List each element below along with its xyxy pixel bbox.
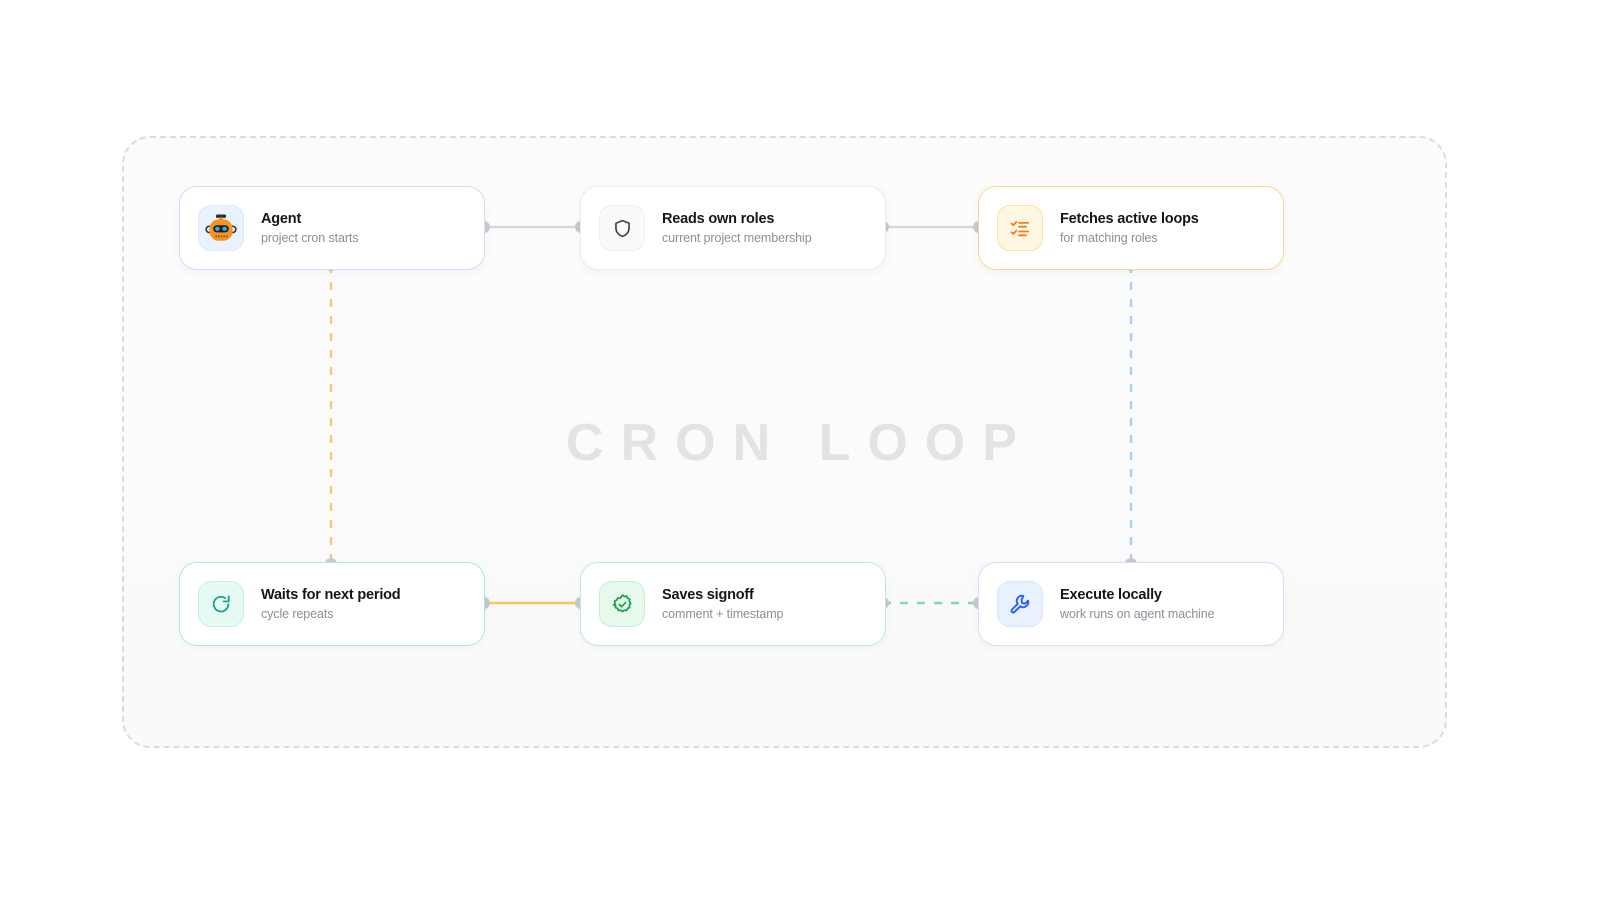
- node-text-agent: Agent project cron starts: [261, 210, 359, 247]
- node-text-waits-for-next-period: Waits for next period cycle repeats: [261, 586, 401, 623]
- badge-check-icon: [599, 581, 645, 627]
- node-title: Waits for next period: [261, 586, 401, 603]
- node-text-reads-own-roles: Reads own roles current project membersh…: [662, 210, 812, 247]
- shield-icon: [599, 205, 645, 251]
- wrench-icon: [997, 581, 1043, 627]
- node-card-agent[interactable]: Agent project cron starts: [179, 186, 485, 270]
- node-subtitle: project cron starts: [261, 230, 359, 245]
- node-title: Saves signoff: [662, 586, 754, 603]
- node-card-saves-signoff[interactable]: Saves signoff comment + timestamp: [580, 562, 886, 646]
- refresh-icon: [198, 581, 244, 627]
- node-card-fetches-active-loops[interactable]: Fetches active loops for matching roles: [978, 186, 1284, 270]
- node-text-execute-locally: Execute locally work runs on agent machi…: [1060, 586, 1215, 623]
- node-subtitle: current project membership: [662, 230, 812, 245]
- checklist-icon: [997, 205, 1043, 251]
- node-card-execute-locally[interactable]: Execute locally work runs on agent machi…: [978, 562, 1284, 646]
- robot-icon: [198, 205, 244, 251]
- node-subtitle: for matching roles: [1060, 230, 1158, 245]
- node-subtitle: cycle repeats: [261, 606, 334, 621]
- watermark-label: CRON LOOP: [566, 414, 1034, 472]
- node-title: Reads own roles: [662, 210, 775, 227]
- node-subtitle: work runs on agent machine: [1060, 606, 1215, 621]
- node-text-fetches-active-loops: Fetches active loops for matching roles: [1060, 210, 1199, 247]
- node-card-reads-own-roles[interactable]: Reads own roles current project membersh…: [580, 186, 886, 270]
- node-text-saves-signoff: Saves signoff comment + timestamp: [662, 586, 784, 623]
- node-card-waits-for-next-period[interactable]: Waits for next period cycle repeats: [179, 562, 485, 646]
- node-subtitle: comment + timestamp: [662, 606, 784, 621]
- node-title: Agent: [261, 210, 302, 227]
- node-title: Execute locally: [1060, 586, 1162, 603]
- node-title: Fetches active loops: [1060, 210, 1199, 227]
